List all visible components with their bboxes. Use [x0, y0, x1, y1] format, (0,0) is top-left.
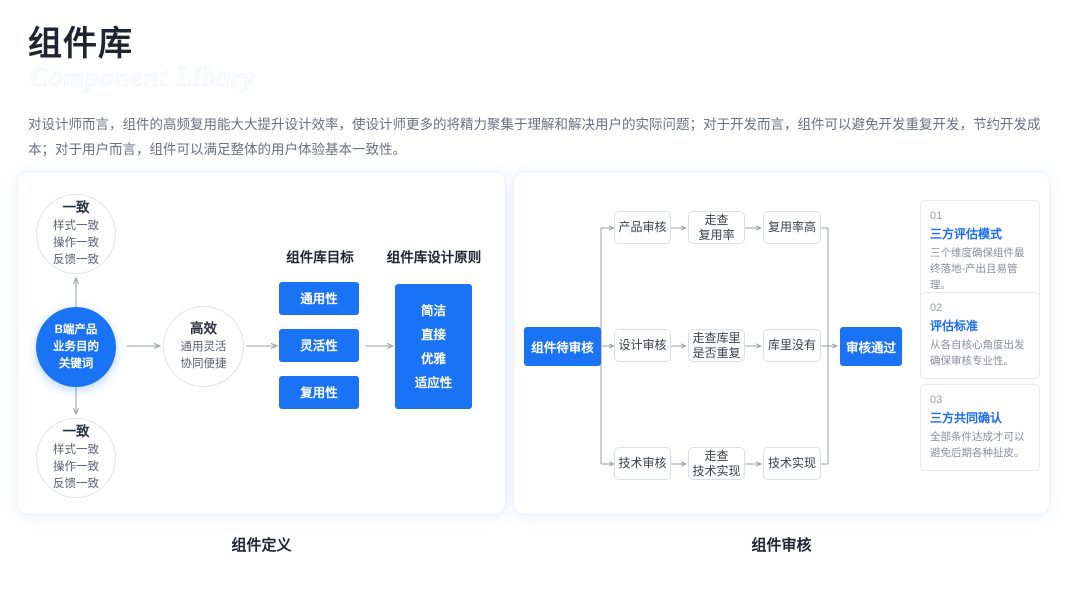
info-card-01-title: 三方评估模式 — [930, 227, 1003, 241]
circle-top-heading: 一致 — [62, 200, 90, 215]
circle-center-line-3: 关键词 — [58, 357, 94, 370]
principle-item-3: 优雅 — [420, 351, 446, 366]
info-card-03-number: 03 — [930, 394, 943, 406]
info-card-03[interactable]: 03 三方共同确认 全部条件达成才可以避免后期各种扯皮。 — [920, 384, 1040, 471]
info-card-01-number: 01 — [930, 210, 943, 222]
circle-bottom-heading: 一致 — [62, 424, 90, 439]
goal-box-reusability-label: 复用性 — [300, 385, 338, 400]
flow-tech-feasible[interactable]: 技术实现 — [763, 447, 821, 480]
principle-item-2: 直接 — [420, 327, 446, 342]
circle-bottom-line-2: 操作一致 — [53, 461, 99, 473]
flow-product-review-label: 产品审核 — [618, 220, 667, 234]
circle-efficiency-line-1: 通用灵活 — [180, 341, 227, 353]
flow-check-tech-impl-line1: 走查 — [704, 448, 729, 463]
circle-consistency-bottom: 一致 样式一致 操作一致 反馈一致 — [36, 418, 116, 498]
flow-check-tech-impl[interactable]: 走查 技术实现 — [688, 447, 745, 480]
info-card-02-number: 02 — [930, 302, 943, 314]
goal-box-flexibility[interactable]: 灵活性 — [279, 329, 359, 362]
flow-check-duplicate-line1: 走查库里 — [692, 330, 741, 345]
circle-top-line-1: 样式一致 — [53, 220, 99, 232]
flow-check-duplicate[interactable]: 走查库里 是否重复 — [688, 329, 745, 362]
circle-consistency-top: 一致 样式一致 操作一致 反馈一致 — [36, 194, 116, 274]
flow-check-reuse-rate[interactable]: 走查 复用率 — [688, 211, 745, 244]
circle-top-line-2: 操作一致 — [53, 237, 99, 249]
caption-component-review: 组件审核 — [751, 537, 812, 554]
goal-box-universality[interactable]: 通用性 — [279, 282, 359, 315]
goal-box-reusability[interactable]: 复用性 — [279, 376, 359, 409]
flow-check-duplicate-line2: 是否重复 — [692, 345, 741, 360]
circle-top-line-3: 反馈一致 — [53, 254, 99, 266]
flow-design-review[interactable]: 设计审核 — [614, 329, 671, 362]
circle-bottom-line-3: 反馈一致 — [53, 478, 99, 490]
flow-not-in-library-label: 库里没有 — [767, 338, 816, 352]
info-card-03-body: 全部条件达成才可以避免后期各种扯皮。 — [930, 431, 1025, 459]
info-card-03-title: 三方共同确认 — [930, 411, 1003, 425]
flow-check-reuse-rate-line1: 走查 — [704, 212, 729, 227]
page-header: 组件库 Component Libary — [28, 22, 255, 93]
flow-design-review-label: 设计审核 — [618, 338, 667, 352]
info-card-01[interactable]: 01 三方评估模式 三个维度确保组件最终落地-产出且易管理。 — [920, 200, 1040, 303]
flow-end-review-passed[interactable]: 审核通过 — [840, 327, 902, 366]
circle-bottom-line-1: 样式一致 — [53, 444, 99, 456]
watermark-text: Component Libary — [29, 62, 256, 93]
flow-check-tech-impl-line2: 技术实现 — [692, 463, 741, 478]
flow-check-reuse-rate-line2: 复用率 — [698, 227, 735, 242]
flow-tech-review[interactable]: 技术审核 — [614, 447, 671, 480]
flow-tech-feasible-label: 技术实现 — [767, 456, 816, 470]
caption-component-definition: 组件定义 — [231, 537, 292, 554]
circle-efficiency-heading: 高效 — [190, 321, 217, 336]
principle-box[interactable]: 简洁 直接 优雅 适应性 — [395, 284, 472, 409]
circle-center-line-2: 业务目的 — [53, 340, 99, 353]
circle-efficiency-line-2: 协同便捷 — [180, 358, 227, 370]
page-title: 组件库 — [28, 25, 133, 63]
flow-not-in-library[interactable]: 库里没有 — [763, 329, 821, 362]
column-header-principle: 组件库设计原则 — [386, 250, 482, 265]
column-header-goal: 组件库目标 — [286, 250, 354, 265]
info-card-01-body: 三个维度确保组件最终落地-产出且易管理。 — [930, 247, 1025, 291]
circle-keyword-center: B端产品 业务目的 关键词 — [36, 307, 116, 387]
page-description: 对设计师而言，组件的高频复用能大大提升设计效率，使设计师更多的将精力聚集于理解和… — [28, 117, 1041, 157]
principle-item-1: 简洁 — [420, 303, 446, 318]
info-card-02[interactable]: 02 评估标准 从各自核心角度出发确保审核专业性。 — [920, 292, 1040, 379]
flow-product-review[interactable]: 产品审核 — [614, 211, 671, 244]
circle-center-line-1: B端产品 — [54, 323, 98, 336]
circle-efficiency: 高效 通用灵活 协同便捷 — [163, 306, 244, 387]
info-card-02-title: 评估标准 — [930, 319, 979, 333]
flow-high-reuse-rate-label: 复用率高 — [767, 220, 816, 234]
goal-box-universality-label: 通用性 — [300, 291, 338, 306]
info-card-02-body: 从各自核心角度出发确保审核专业性。 — [930, 339, 1025, 367]
goal-box-flexibility-label: 灵活性 — [300, 338, 338, 353]
flow-tech-review-label: 技术审核 — [618, 456, 667, 470]
principle-item-4: 适应性 — [414, 375, 453, 390]
flow-start-pending-review[interactable]: 组件待审核 — [524, 327, 601, 366]
flow-high-reuse-rate[interactable]: 复用率高 — [763, 211, 821, 244]
